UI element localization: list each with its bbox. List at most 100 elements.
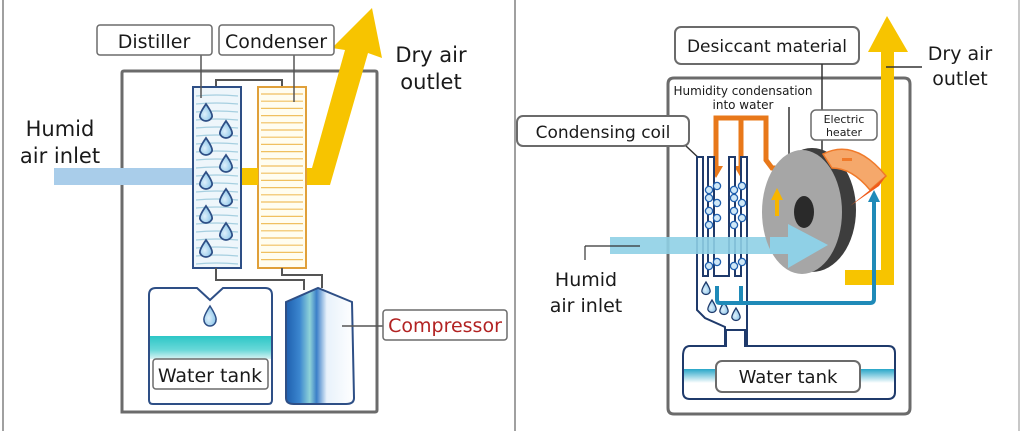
humid-air-stream-over-wheel bbox=[770, 237, 792, 254]
condenser-unit bbox=[257, 86, 307, 269]
dry-air-outlet-right-line2: outlet bbox=[932, 68, 988, 90]
dry-air-outlet-arrow bbox=[243, 8, 382, 185]
distiller-fin bbox=[195, 158, 239, 161]
unit-housing-outline-right bbox=[666, 76, 912, 416]
condensing-coil-label: Condensing coil bbox=[516, 115, 690, 147]
electric-heater-label: Electric heater bbox=[810, 109, 878, 141]
left-panel-border bbox=[2, 0, 4, 431]
bubble bbox=[737, 181, 747, 191]
distiller-fin bbox=[195, 142, 239, 145]
refrigerant-pipe-top bbox=[215, 79, 283, 88]
distiller-label-text: Distiller bbox=[118, 31, 191, 53]
water-tank-right: Water tank bbox=[682, 329, 896, 400]
bubble bbox=[704, 193, 714, 203]
water-drop-icon bbox=[731, 306, 741, 322]
condenser-label: Condenser bbox=[218, 24, 335, 56]
distiller-fin bbox=[195, 110, 239, 113]
distiller-fin bbox=[195, 198, 239, 201]
desiccant-material-label: Desiccant material bbox=[674, 26, 860, 65]
electric-heater bbox=[821, 148, 888, 206]
bubble bbox=[704, 185, 714, 195]
air-flow-between-coils bbox=[242, 168, 258, 185]
compressor-label-text: Compressor bbox=[388, 315, 502, 337]
distiller-fin bbox=[195, 174, 239, 177]
humid-air-arrowhead bbox=[788, 224, 828, 268]
desiccant-dehumidifier-panel: Dry air outlet Desiccant material Humidi… bbox=[516, 16, 993, 416]
water-drop-icon bbox=[218, 119, 234, 139]
compressor-label: Compressor bbox=[382, 309, 508, 341]
refrigerant-pipe-bottom-distiller bbox=[215, 268, 305, 290]
water-drop-icon bbox=[719, 300, 729, 316]
panel-divider bbox=[514, 0, 516, 431]
water-tank-label-text: Water tank bbox=[158, 365, 262, 387]
condenser-label-text: Condenser bbox=[225, 31, 327, 53]
dry-air-outlet-label-line1: Dry air bbox=[395, 43, 467, 67]
humid-air-inlet-label-line1: Humid bbox=[26, 117, 95, 141]
distiller-fin bbox=[195, 262, 239, 265]
condensing-coil-label-text: Condensing coil bbox=[536, 123, 671, 143]
humid-air-inlet-right-line2: air inlet bbox=[550, 295, 623, 317]
water-drop-icon bbox=[198, 136, 214, 156]
electric-heater-label-line2: heater bbox=[826, 126, 863, 139]
distiller-label: Distiller bbox=[96, 24, 213, 56]
bubble bbox=[704, 220, 714, 230]
humidity-condensation-label-line1: Humidity condensation bbox=[674, 84, 813, 98]
water-drop-icon bbox=[203, 304, 217, 327]
bubble bbox=[704, 261, 714, 271]
bubble bbox=[729, 220, 739, 230]
distiller-fin bbox=[195, 238, 239, 241]
water-drop-icon bbox=[707, 298, 717, 314]
bubble bbox=[712, 181, 722, 191]
distiller-fin bbox=[195, 190, 239, 193]
humid-air-inlet-label-line2: air inlet bbox=[20, 144, 100, 168]
dry-air-outlet-arrowhead bbox=[868, 16, 908, 52]
bubble bbox=[712, 257, 722, 267]
distiller-fin bbox=[195, 102, 239, 105]
bubble bbox=[737, 213, 747, 223]
up-arrow-icon bbox=[771, 188, 783, 216]
cold-return-pipe bbox=[715, 200, 876, 305]
water-drop-icon bbox=[198, 102, 214, 122]
distiller-fin bbox=[195, 166, 239, 169]
bubble bbox=[737, 198, 747, 208]
right-panel-border bbox=[1018, 0, 1020, 431]
compressor-dehumidifier-panel: Distiller Condenser Dry air outlet Humid… bbox=[20, 8, 508, 414]
water-drop-icon bbox=[701, 280, 711, 296]
distiller-fin bbox=[195, 222, 239, 225]
humid-air-inlet-stream-right bbox=[610, 237, 790, 254]
humidity-condensation-label-line2: into water bbox=[713, 98, 774, 112]
humid-air-inlet-stream bbox=[54, 168, 194, 185]
compressor-unit bbox=[285, 286, 384, 405]
refrigerant-pipe-bottom-condenser bbox=[281, 268, 323, 288]
humid-air-inlet-right-line1: Humid bbox=[555, 269, 617, 291]
water-tank: Water tank bbox=[148, 287, 273, 405]
distiller-unit bbox=[192, 86, 242, 269]
electric-heater-label-line1: Electric bbox=[824, 113, 865, 126]
bubble bbox=[737, 257, 747, 267]
desiccant-material-label-text: Desiccant material bbox=[687, 37, 847, 57]
distiller-fin bbox=[195, 230, 239, 233]
distiller-fin bbox=[195, 206, 239, 209]
dry-air-outlet-label-line2: outlet bbox=[400, 70, 461, 94]
water-drop-icon bbox=[218, 221, 234, 241]
dry-air-outlet-right-line1: Dry air bbox=[928, 43, 993, 65]
bubble bbox=[712, 213, 722, 223]
distiller-fin bbox=[195, 214, 239, 217]
water-drop-icon bbox=[198, 170, 214, 190]
distiller-fin bbox=[195, 94, 239, 97]
distiller-fin bbox=[195, 134, 239, 137]
bubble bbox=[729, 193, 739, 203]
bubble bbox=[729, 206, 739, 216]
bubble bbox=[712, 198, 722, 208]
up-arrow-icon bbox=[868, 190, 880, 202]
water-drop-icon bbox=[218, 187, 234, 207]
water-drop-icon bbox=[218, 153, 234, 173]
distiller-fin bbox=[195, 246, 239, 249]
unit-housing-outline bbox=[120, 69, 379, 414]
bubble bbox=[729, 261, 739, 271]
distiller-fin bbox=[195, 126, 239, 129]
bubble bbox=[704, 206, 714, 216]
bubble bbox=[729, 185, 739, 195]
water-drop-icon bbox=[198, 204, 214, 224]
